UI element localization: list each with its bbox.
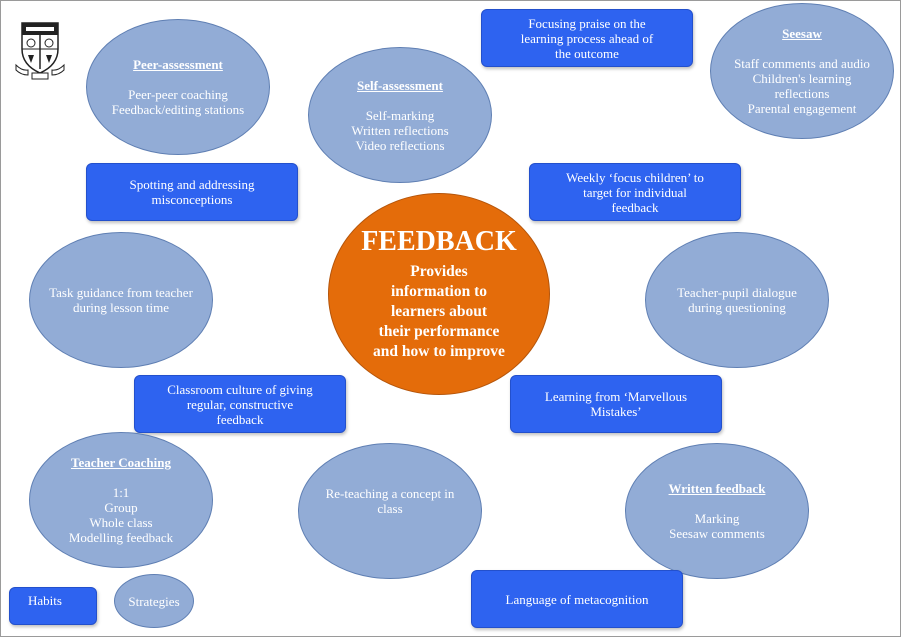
task-guidance-line: Task guidance from teacher xyxy=(49,285,193,300)
seesaw-ellipse: Seesaw Staff comments and audio Children… xyxy=(710,3,894,139)
reteaching-ellipse: Re-teaching a concept in class xyxy=(298,443,482,579)
metacognition-box: Language of metacognition xyxy=(471,570,683,628)
dialogue-line: Teacher-pupil dialogue xyxy=(677,285,797,300)
feedback-description-line: information to xyxy=(390,283,487,300)
school-crest-icon xyxy=(15,22,65,80)
peer-assessment-line: Feedback/editing stations xyxy=(111,102,245,117)
written-feedback-title: Written feedback xyxy=(668,481,766,496)
written-feedback-ellipse: Written feedback Marking Seesaw comments xyxy=(625,443,809,579)
task-guidance-ellipse: Task guidance from teacher during lesson… xyxy=(29,232,213,368)
self-assessment-line: Written reflections xyxy=(351,122,449,138)
praise-focus-box: Focusing praise on the learning process … xyxy=(481,9,693,67)
teacher-coaching-ellipse: Teacher Coaching 1:1 Group Whole class M… xyxy=(29,432,213,568)
written-feedback-line: Seesaw comments xyxy=(669,526,765,541)
peer-assessment-line: Peer-peer coaching xyxy=(128,87,228,102)
written-feedback-line: Marking xyxy=(694,511,740,526)
teacher-coaching-line: Modelling feedback xyxy=(68,530,174,545)
feedback-description-line: and how to improve xyxy=(373,343,505,360)
praise-focus-line: Focusing praise on the xyxy=(528,15,646,31)
teacher-coaching-line: Whole class xyxy=(89,515,153,530)
legend-habits-box: Habits xyxy=(9,587,97,625)
focus-children-line: Weekly ‘focus children’ to xyxy=(566,169,704,185)
focus-children-line: target for individual xyxy=(583,184,687,200)
legend-strategies-ellipse: Strategies xyxy=(114,574,194,628)
classroom-culture-line: feedback xyxy=(216,411,264,427)
seesaw-title: Seesaw xyxy=(782,26,822,41)
legend-habits-label: Habits xyxy=(28,593,62,608)
marvellous-mistakes-line: Mistakes’ xyxy=(590,404,642,419)
classroom-culture-line: regular, constructive xyxy=(186,396,294,412)
self-assessment-line: Self-marking xyxy=(365,107,435,123)
teacher-coaching-title: Teacher Coaching xyxy=(70,455,172,470)
self-assessment-ellipse: Self-assessment Self-marking Written ref… xyxy=(308,47,492,183)
classroom-culture-line: Classroom culture of giving xyxy=(167,381,313,397)
task-guidance-line: during lesson time xyxy=(72,300,170,315)
peer-assessment-title: Peer-assessment xyxy=(133,57,223,72)
focus-children-box: Weekly ‘focus children’ to target for in… xyxy=(529,163,741,221)
feedback-center: FEEDBACK Provides information to learner… xyxy=(328,193,550,395)
misconceptions-line: Spotting and addressing xyxy=(129,177,255,192)
dialogue-line: during questioning xyxy=(688,300,786,315)
dialogue-ellipse: Teacher-pupil dialogue during questionin… xyxy=(645,232,829,368)
seesaw-line: Parental engagement xyxy=(747,101,857,116)
misconceptions-line: misconceptions xyxy=(151,192,233,207)
teacher-coaching-line: Group xyxy=(104,500,138,515)
seesaw-line: Children's learning xyxy=(752,71,852,86)
praise-focus-line: the outcome xyxy=(555,45,619,61)
marvellous-mistakes-line: Learning from ‘Marvellous xyxy=(544,389,688,404)
metacognition-line: Language of metacognition xyxy=(505,591,649,607)
reteaching-line: Re-teaching a concept in xyxy=(325,486,455,501)
marvellous-mistakes-box: Learning from ‘Marvellous Mistakes’ xyxy=(510,375,722,433)
feedback-title: FEEDBACK xyxy=(361,226,517,257)
feedback-description-line: Provides xyxy=(410,263,468,280)
teacher-coaching-line: 1:1 xyxy=(112,485,130,500)
misconceptions-box: Spotting and addressing misconceptions xyxy=(86,163,298,221)
feedback-description-line: learners about xyxy=(390,303,487,320)
seesaw-line: reflections xyxy=(774,86,830,101)
classroom-culture-box: Classroom culture of giving regular, con… xyxy=(134,375,346,433)
peer-assessment-ellipse: Peer-assessment Peer-peer coaching Feedb… xyxy=(86,19,270,155)
focus-children-line: feedback xyxy=(611,199,659,215)
reteaching-line: class xyxy=(377,501,403,516)
seesaw-line: Staff comments and audio xyxy=(734,56,870,71)
praise-focus-line: learning process ahead of xyxy=(520,30,654,46)
self-assessment-title: Self-assessment xyxy=(357,77,443,93)
self-assessment-line: Video reflections xyxy=(355,137,445,153)
legend-strategies-label: Strategies xyxy=(128,593,180,609)
feedback-description-line: their performance xyxy=(378,323,500,340)
